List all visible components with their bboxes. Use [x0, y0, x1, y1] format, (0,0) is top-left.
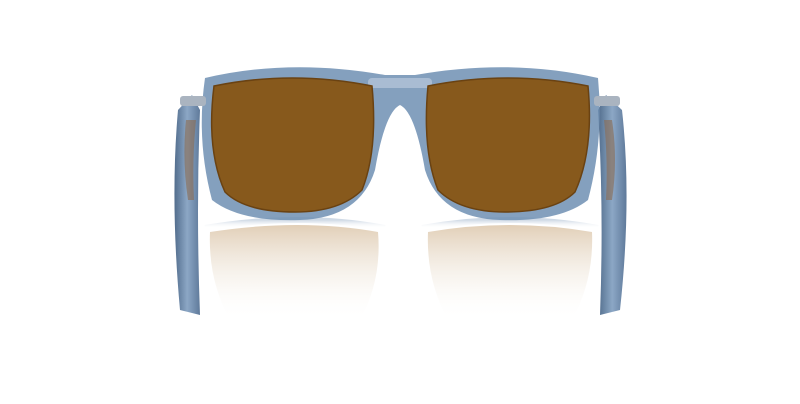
reflection	[204, 217, 599, 320]
right-temple	[598, 95, 627, 315]
right-hinge	[594, 96, 620, 106]
right-lens	[425, 77, 591, 213]
left-lens	[210, 77, 375, 213]
left-hinge	[180, 96, 206, 106]
left-temple	[174, 95, 200, 315]
bridge-bar	[368, 78, 432, 88]
